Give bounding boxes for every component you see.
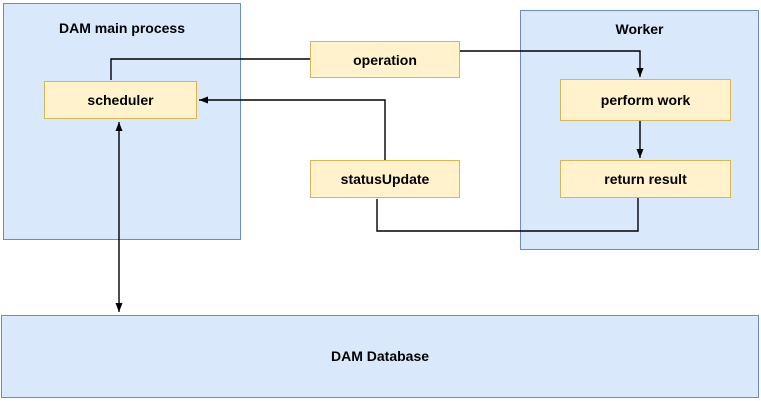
dam-main-process-title: DAM main process xyxy=(58,20,186,36)
node-scheduler: scheduler xyxy=(44,81,197,119)
worker-title: Worker xyxy=(615,21,664,37)
dam-database-title: DAM Database xyxy=(330,348,430,365)
node-return-result: return result xyxy=(560,160,731,198)
container-dam-main-process: DAM main process xyxy=(3,3,241,240)
container-dam-database: DAM Database xyxy=(1,315,759,398)
node-status-update: statusUpdate xyxy=(310,160,460,198)
node-perform-work: perform work xyxy=(560,79,731,121)
node-operation: operation xyxy=(310,41,460,78)
container-worker: Worker xyxy=(520,10,759,250)
